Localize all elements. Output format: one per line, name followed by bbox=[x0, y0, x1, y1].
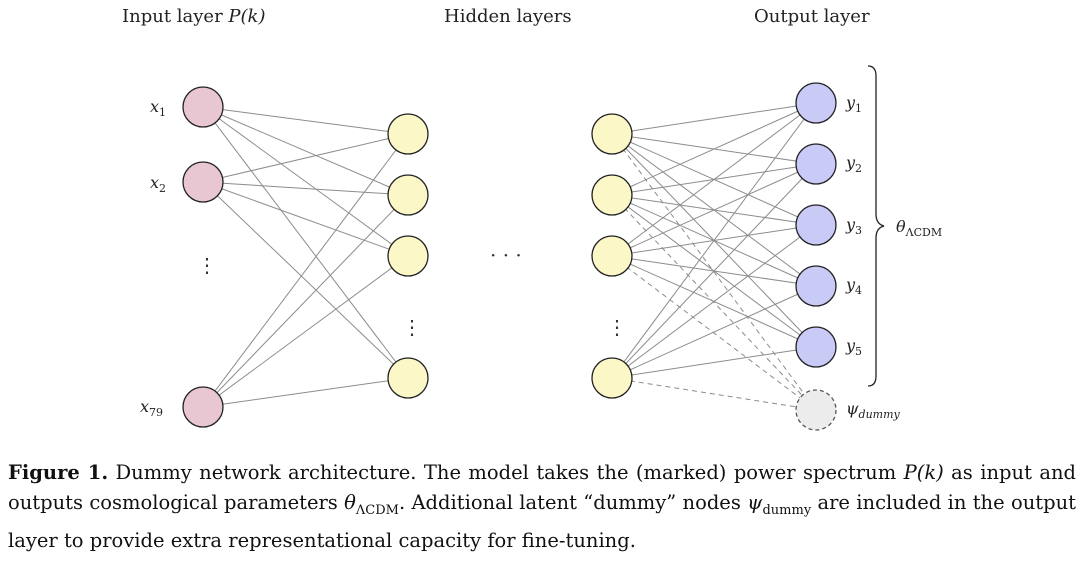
hidden-node-b-1 bbox=[591, 174, 633, 216]
output-node-1 bbox=[795, 143, 837, 185]
edge-input-2-hidden-2 bbox=[202, 255, 409, 408]
edge-hidden-2-dummy bbox=[611, 255, 817, 411]
edge-hidden-3-output-0 bbox=[611, 102, 817, 379]
caption-psi-sub: dummy bbox=[762, 502, 812, 518]
edge-input-1-hidden-3 bbox=[202, 181, 409, 379]
caption-pk: P(k) bbox=[903, 461, 944, 484]
caption-text-1: Dummy network architecture. The model ta… bbox=[115, 461, 904, 484]
caption-theta: θ bbox=[344, 491, 356, 514]
output-node-2 bbox=[795, 204, 837, 246]
edge-hidden-2-output-1 bbox=[611, 163, 817, 257]
caption-text-4: are included in the output layer to prov… bbox=[8, 491, 1076, 552]
output-label-y3: y3 bbox=[845, 215, 862, 237]
edge-input-0-hidden-0 bbox=[202, 106, 409, 135]
hidden-layers-title: Hidden layers bbox=[444, 6, 572, 27]
edge-hidden-0-output-0 bbox=[611, 102, 817, 135]
output-node-3 bbox=[795, 265, 837, 307]
hidden-node-a-0 bbox=[387, 113, 429, 155]
edge-input-0-hidden-1 bbox=[202, 106, 409, 196]
theta-lcdm-label: θΛCDM bbox=[896, 217, 942, 239]
hidden-node-a-2 bbox=[387, 235, 429, 277]
caption-label: Figure 1. bbox=[8, 461, 109, 484]
hidden-layers-ellipsis: · · · bbox=[490, 243, 522, 267]
input-node-2 bbox=[182, 386, 224, 428]
edge-input-1-hidden-0 bbox=[202, 133, 409, 183]
dummy-label: ψdummy bbox=[846, 399, 901, 421]
edge-hidden-3-output-3 bbox=[611, 285, 817, 379]
dummy-node bbox=[795, 389, 837, 431]
edge-input-0-hidden-2 bbox=[202, 106, 409, 257]
input-node-1 bbox=[182, 161, 224, 203]
caption-theta-sub: ΛCDM bbox=[355, 502, 399, 518]
edge-hidden-1-output-0 bbox=[611, 102, 817, 196]
input-layer-title: Input layer P(k) bbox=[122, 6, 266, 27]
input-node-0 bbox=[182, 86, 224, 128]
hidden-node-b-3 bbox=[591, 357, 633, 399]
hidden-ellipsis-left: ⋮ bbox=[402, 315, 422, 339]
hidden-ellipsis-right: ⋮ bbox=[607, 315, 627, 339]
edge-hidden-0-dummy bbox=[611, 133, 817, 411]
edge-input-2-hidden-0 bbox=[202, 133, 409, 408]
input-label-x79: x79 bbox=[140, 397, 163, 419]
input-label-x2: x2 bbox=[150, 173, 166, 195]
edge-hidden-2-output-0 bbox=[611, 102, 817, 257]
output-label-y2: y2 bbox=[845, 153, 862, 175]
hidden-node-a-3 bbox=[387, 357, 429, 399]
hidden-node-a-1 bbox=[387, 174, 429, 216]
edge-hidden-3-dummy bbox=[611, 377, 817, 411]
output-label-y5: y5 bbox=[845, 336, 862, 358]
output-label-y1: y1 bbox=[845, 93, 862, 115]
edge-input-2-hidden-3 bbox=[202, 377, 409, 408]
input-ellipsis: ⋮ bbox=[197, 253, 217, 277]
edge-input-0-hidden-3 bbox=[202, 106, 409, 379]
hidden-node-b-2 bbox=[591, 235, 633, 277]
output-layer-title: Output layer bbox=[754, 6, 870, 27]
edge-input-1-hidden-1 bbox=[202, 181, 409, 196]
hidden-node-b-0 bbox=[591, 113, 633, 155]
output-brace bbox=[867, 65, 885, 387]
caption-psi: ψ bbox=[747, 491, 763, 514]
edge-input-1-hidden-2 bbox=[202, 181, 409, 257]
output-node-4 bbox=[795, 326, 837, 368]
edge-hidden-3-output-1 bbox=[611, 163, 817, 379]
connection-edges bbox=[202, 102, 817, 411]
input-label-x1: x1 bbox=[150, 97, 166, 119]
caption-text-3: . Additional latent “dummy” nodes bbox=[398, 491, 748, 514]
figure-caption: Figure 1. Dummy network architecture. Th… bbox=[8, 458, 1076, 556]
output-node-0 bbox=[795, 82, 837, 124]
edge-hidden-3-output-4 bbox=[611, 346, 817, 379]
output-label-y4: y4 bbox=[845, 275, 862, 297]
caption-text-2: as input and outputs cosmological parame… bbox=[8, 461, 1076, 514]
edge-hidden-1-dummy bbox=[611, 194, 817, 411]
network-nodes bbox=[182, 82, 837, 431]
network-diagram: Input layer P(k) Hidden layers Output la… bbox=[122, 6, 942, 431]
edge-input-2-hidden-1 bbox=[202, 194, 409, 408]
edge-hidden-3-output-2 bbox=[611, 224, 817, 379]
